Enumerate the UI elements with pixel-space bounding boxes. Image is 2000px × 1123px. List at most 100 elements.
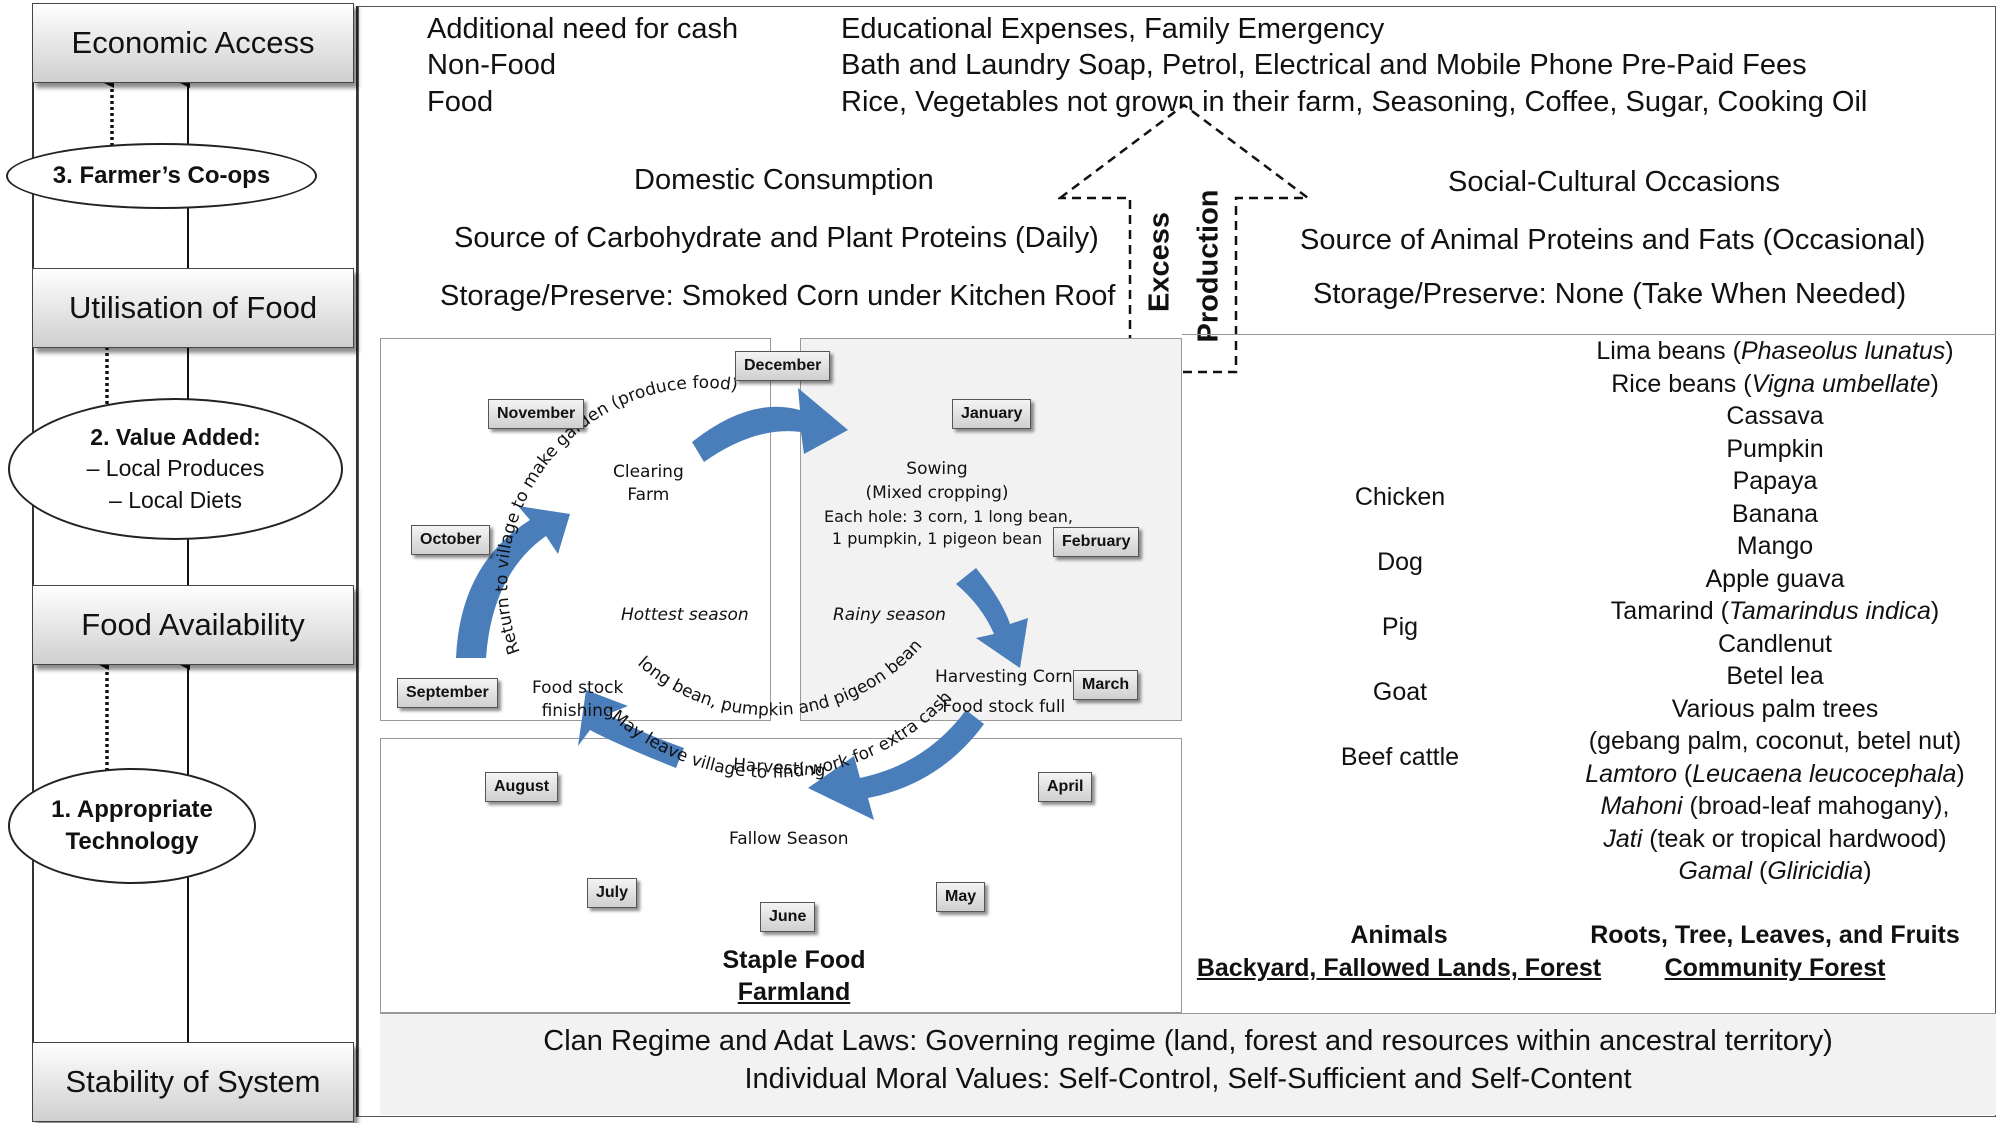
month-october: October <box>411 525 491 555</box>
social-storage: Storage/Preserve: None (Take When Needed… <box>1313 278 1907 310</box>
utilisation-label: Utilisation of Food <box>68 290 318 325</box>
plant-lima-beans: Lima beans (Phaseolus lunatus) <box>1596 337 1954 365</box>
cycle-diagram: Return to village to make garden (produc… <box>456 373 1028 820</box>
technology-line1: 1. Appropriate <box>51 795 213 823</box>
month-june: June <box>760 902 816 932</box>
animal-goat: Goat <box>1372 678 1428 706</box>
month-july: July <box>587 878 638 908</box>
left-column-frame <box>32 6 358 1117</box>
fallow-season-label: Fallow Season <box>729 829 849 849</box>
animals-sub: Backyard, Fallowed Lands, Forest <box>1196 954 1602 982</box>
month-january: January <box>952 399 1032 429</box>
domestic-source: Source of Carbohydrate and Plant Protein… <box>454 222 1099 254</box>
governance-line1: Clan Regime and Adat Laws: Governing reg… <box>543 1025 1833 1057</box>
coops-oval: 3. Farmer’s Co-ops <box>6 143 317 209</box>
plant-apple-guava: Apple guava <box>1705 564 1845 593</box>
month-april: April <box>1038 772 1093 802</box>
cycle-arrow-sowing-to-harvest <box>956 568 1028 668</box>
month-may: May <box>936 882 986 912</box>
clearing-farm-label: Clearing Farm <box>613 461 684 507</box>
stability-label: Stability of System <box>65 1064 321 1099</box>
level-stability-of-system: Stability of System <box>32 1042 354 1122</box>
clearing-line2: Farm <box>627 484 670 505</box>
technology-oval: 1. Appropriate Technology <box>8 768 256 884</box>
plant-pumpkin: Pumpkin <box>1726 434 1824 463</box>
coops-label: 3. Farmer’s Co-ops <box>52 161 271 189</box>
econ-label-2: Non-Food <box>427 49 556 81</box>
plant-palm-trees: Various palm trees <box>1671 694 1879 723</box>
plant-palm-detail: (gebang palm, coconut, betel nut) <box>1588 727 1962 755</box>
animal-dog: Dog <box>1377 548 1423 576</box>
cycle-arrow-fallow-to-clearing <box>578 690 684 768</box>
animal-beef-cattle: Beef cattle <box>1340 743 1460 771</box>
technology-line2: Technology <box>65 828 199 855</box>
hottest-season-label: Hottest season <box>621 605 749 625</box>
econ-value-3: Rice, Vegetables not grown in their farm… <box>841 86 1868 118</box>
sowing-line2: (Mixed cropping) <box>865 482 1009 503</box>
plants-title: Roots, Tree, Leaves, and Fruits <box>1590 921 1960 949</box>
plant-lamtoro: Lamtoro (Leucaena leucocephala) <box>1585 759 1965 788</box>
month-august: August <box>485 772 559 802</box>
animal-pig: Pig <box>1381 613 1419 641</box>
stock-finishing-line1: Food stock <box>532 678 624 698</box>
plant-mahoni: Mahoni (broad-leaf mahogany), <box>1600 792 1950 820</box>
value-added-oval: 2. Value Added: – Local Produces – Local… <box>8 398 343 540</box>
food-availability-label: Food Availability <box>81 607 305 642</box>
governance-line2: Individual Moral Values: Self-Control, S… <box>744 1063 1632 1095</box>
stock-full-line: Food stock full <box>942 696 1066 717</box>
domestic-storage: Storage/Preserve: Smoked Corn under Kitc… <box>440 280 1116 312</box>
main-frame <box>358 6 1996 1117</box>
econ-label-3: Food <box>427 86 494 118</box>
plant-mango: Mango <box>1736 532 1814 560</box>
sowing-line4: 1 pumpkin, 1 pigeon bean <box>831 528 1043 548</box>
animals-list: Chicken Dog Pig Goat Beef cattle <box>1300 465 1500 790</box>
excess-production-arrow <box>1058 103 1312 374</box>
production-label: Production <box>1192 189 1225 343</box>
cycle-arrow-clearing-to-sowing <box>692 388 848 462</box>
month-november: November <box>488 399 585 429</box>
animals-title: Animals <box>1350 921 1448 949</box>
economic-access-label: Economic Access <box>71 25 315 60</box>
social-source: Source of Animal Proteins and Fats (Occa… <box>1300 224 1926 256</box>
plant-rice-beans: Rice beans (Vigna umbellate) <box>1611 369 1939 398</box>
harvest-corn-line: Harvesting Corn <box>935 667 1073 687</box>
beans-arc-text: long bean, pumpkin and pigeon bean <box>634 636 927 721</box>
plant-cassava: Cassava <box>1726 402 1824 430</box>
farmland-label: Farmland <box>737 978 851 1006</box>
plant-candlenut: Candlenut <box>1718 629 1832 658</box>
month-march: March <box>1073 670 1139 700</box>
social-title: Social-Cultural Occasions <box>1448 166 1781 198</box>
cycle-arrow-harvest-to-fallow <box>808 710 984 820</box>
cycle-arrow-hottest-up <box>456 506 570 658</box>
excess-label: Excess <box>1143 212 1176 312</box>
staple-food-title: Staple Food <box>722 946 866 974</box>
governance-panel <box>380 1013 1996 1115</box>
month-february: February <box>1053 527 1140 557</box>
harvest-corn-label: Harvesting Corn Food stock full <box>935 663 1073 723</box>
clearing-line1: Clearing <box>613 462 684 482</box>
domestic-title: Domestic Consumption <box>634 164 934 196</box>
beans-arc-textpath: long bean, pumpkin and pigeon bean <box>634 636 927 721</box>
value-added-item1: – Local Produces <box>86 455 265 482</box>
plants-sub: Community Forest <box>1664 954 1886 982</box>
econ-label-1: Additional need for cash <box>427 13 739 45</box>
level-economic-access: Economic Access <box>32 3 354 83</box>
month-september: September <box>397 678 498 708</box>
plant-gamal: Gamal (Gliricidia) <box>1678 857 1872 885</box>
value-added-item2: – Local Diets <box>109 486 242 513</box>
econ-value-1: Educational Expenses, Family Emergency <box>841 13 1385 45</box>
sowing-line1: Sowing <box>906 459 968 479</box>
resources-panel <box>1182 334 1996 1013</box>
value-added-title: 2. Value Added: <box>90 424 261 451</box>
econ-value-2: Bath and Laundry Soap, Petrol, Electrica… <box>841 49 1807 81</box>
plant-tamarind: Tamarind (Tamarindus indica) <box>1610 597 1940 625</box>
sowing-label: Sowing (Mixed cropping) Each hole: 3 cor… <box>824 458 1074 550</box>
plant-banana: Banana <box>1731 499 1819 528</box>
stock-finishing-line2: finishing <box>541 700 614 721</box>
plant-betel-lea: Betel lea <box>1726 662 1824 690</box>
food-stock-finishing-label: Food stock finishing <box>532 677 623 723</box>
plants-list: Lima beans (Phaseolus lunatus) Rice bean… <box>1575 335 1975 888</box>
level-utilisation-of-food: Utilisation of Food <box>32 268 354 348</box>
sowing-line3: Each hole: 3 corn, 1 long bean, <box>824 506 1074 526</box>
rainy-season-label: Rainy season <box>833 605 946 625</box>
